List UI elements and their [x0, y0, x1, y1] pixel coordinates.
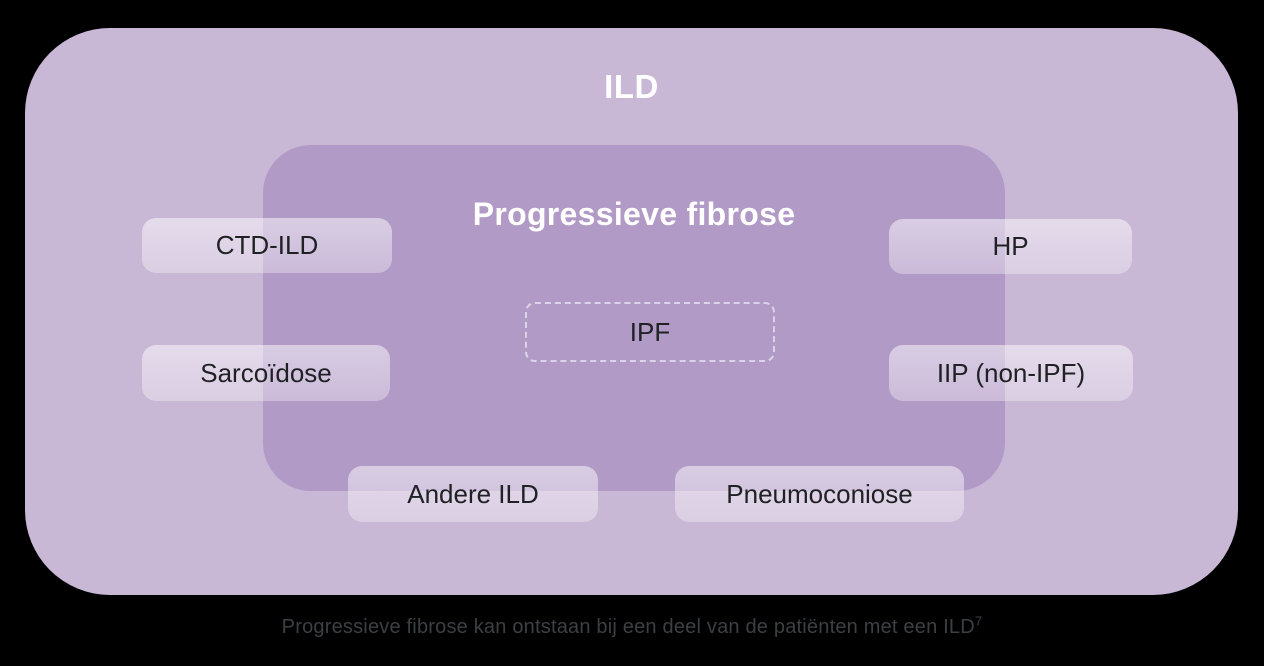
pill-iip-non-ipf: IIP (non-IPF) [889, 345, 1133, 401]
progressieve-fibrose-container [263, 145, 1005, 491]
ild-title: ILD [604, 68, 659, 105]
ipf-dashed-box: IPF [525, 302, 775, 362]
ipf-label: IPF [629, 316, 671, 347]
pill-ctd-ild: CTD-ILD [142, 218, 392, 273]
pill-pneumoconiose: Pneumoconiose [675, 466, 964, 522]
pill-hp: HP [889, 219, 1132, 274]
caption-reference-superscript: 7 [974, 613, 983, 629]
caption: Progressieve fibrose kan ontstaan bij ee… [0, 613, 1264, 639]
pill-andere-ild: Andere ILD [348, 466, 598, 522]
progressieve-fibrose-title: Progressieve fibrose [472, 196, 796, 232]
pill-sarcoidose: Sarcoïdose [142, 345, 390, 401]
caption-text: Progressieve fibrose kan ontstaan bij ee… [281, 616, 975, 638]
